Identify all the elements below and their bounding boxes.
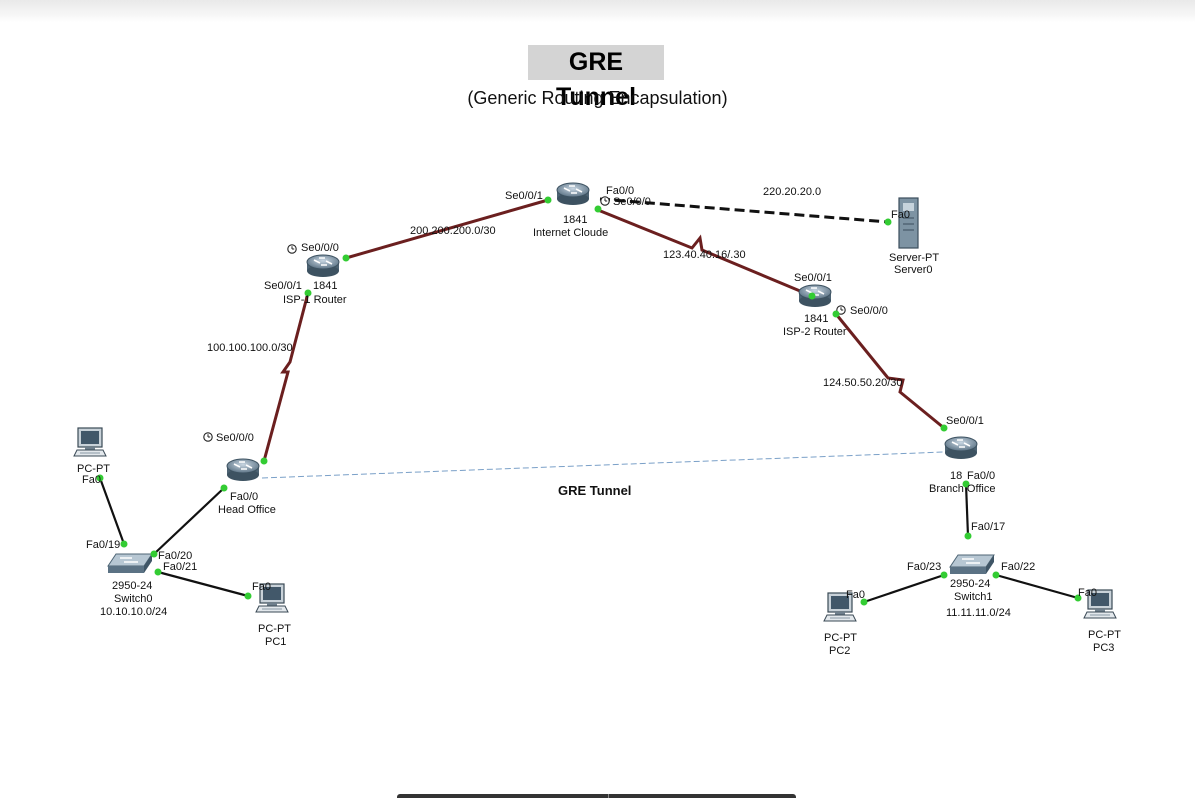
pc2-name-label: PC2 <box>829 645 850 657</box>
pc3-model-label: PC-PT <box>1088 629 1121 641</box>
pc2-fa0-port-label: Fa0 <box>846 589 865 601</box>
network-label-isp2-branch: 124.50.50.20/30 <box>823 377 903 389</box>
branch-fa00-port-label: Fa0/0 <box>967 470 995 482</box>
ethernet-link-pc0-switch0 <box>98 477 126 545</box>
pc1-name-label: PC1 <box>265 636 286 648</box>
pc0-model-label: PC-PT <box>77 463 110 475</box>
isp2-se000-port-label: Se0/0/0 <box>850 305 888 317</box>
isp1-se001-port-label: Se0/0/1 <box>264 280 302 292</box>
isp1-se000-port-label: Se0/0/0 <box>301 242 339 254</box>
server-model-label: Server-PT <box>889 252 939 264</box>
port-dots <box>96 196 1082 606</box>
ethernet-link-switch1-pc2 <box>863 573 945 604</box>
switch0-icon[interactable] <box>107 553 153 574</box>
pc0-fa0-port-label: Fa0 <box>82 474 101 486</box>
network-label-internet-server: 220.20.20.0 <box>763 186 821 198</box>
ethernet-link-switch1-pc3 <box>995 573 1079 600</box>
switch1-model-label: 2950-24 <box>950 578 990 590</box>
switch1-icon[interactable] <box>949 554 995 575</box>
isp1-name-label: ISP-1 Router <box>283 294 347 306</box>
server-name-label: Server0 <box>894 264 933 276</box>
bottom-toolbar[interactable] <box>397 794 796 798</box>
sw1-fa023-port-label: Fa0/23 <box>907 561 941 573</box>
network-label-isp1-internet: 200.200.200.0/30 <box>410 225 496 237</box>
branch-model-label: 18 <box>950 470 962 482</box>
branch-office-name-label: Branch Office <box>929 483 995 495</box>
head-office-router-icon[interactable] <box>226 458 260 482</box>
branch-se001-port-label: Se0/0/1 <box>946 415 984 427</box>
isp2-se001-port-label: Se0/0/1 <box>794 272 832 284</box>
pc2-model-label: PC-PT <box>824 632 857 644</box>
branch-office-router-icon[interactable] <box>944 436 978 460</box>
serial-link-head-isp1 <box>262 292 310 462</box>
internet-cloud-model-label: 1841 <box>563 214 587 226</box>
head-office-name-label: Head Office <box>218 504 276 516</box>
sw0-fa020-port-label: Fa0/20 <box>158 550 192 562</box>
sw0-fa021-port-label: Fa0/21 <box>163 561 197 573</box>
gre-tunnel-label: GRE Tunnel <box>558 483 631 498</box>
bottom-toolbar-divider <box>608 794 609 798</box>
switch0-model-label: 2950-24 <box>112 580 152 592</box>
crossover-link-internet-server <box>599 197 889 224</box>
ethernet-link-branch-switch1 <box>964 483 970 537</box>
pc0-icon[interactable] <box>73 427 107 457</box>
page-title: GRE Tunnel <box>528 45 664 111</box>
pc1-fa0-port-label: Fa0 <box>252 581 271 593</box>
isp1-router-icon[interactable] <box>306 254 340 278</box>
ethernet-link-switch0-pc1 <box>157 570 249 598</box>
internet-se001-port-label: Se0/0/1 <box>505 190 543 202</box>
server-icon[interactable] <box>898 197 919 249</box>
clock-icon <box>203 432 213 442</box>
sw1-fa017-port-label: Fa0/17 <box>971 521 1005 533</box>
pc3-fa0-port-label: Fa0 <box>1078 587 1097 599</box>
head-fa00-port-label: Fa0/0 <box>230 491 258 503</box>
server-fa0-port-label: Fa0 <box>891 209 910 221</box>
switch0-network-label: 10.10.10.0/24 <box>100 606 167 618</box>
switch0-name-label: Switch0 <box>114 593 153 605</box>
isp2-name-label: ISP-2 Router <box>783 326 847 338</box>
clock-icon <box>600 196 610 206</box>
sw0-fa019-port-label: Fa0/19 <box>86 539 120 551</box>
internet-fa00-port-label: Fa0/0 <box>606 185 634 197</box>
serial-link-isp1-internet <box>345 198 549 260</box>
sw1-fa022-port-label: Fa0/22 <box>1001 561 1035 573</box>
gre-tunnel-line <box>261 451 945 479</box>
ethernet-link-head-switch0 <box>153 487 225 555</box>
clock-icon <box>287 244 297 254</box>
serial-link-isp2-branch <box>834 313 945 430</box>
internet-cloud-name-label: Internet Cloude <box>533 227 608 239</box>
switch1-name-label: Switch1 <box>954 591 993 603</box>
internet-se000-port-label: Se0/0/0 <box>613 196 651 208</box>
network-label-internet-isp2: 123.40.40.16/.30 <box>663 249 746 261</box>
internet-cloud-router-icon[interactable] <box>556 182 590 206</box>
pc3-name-label: PC3 <box>1093 642 1114 654</box>
page-subtitle: (Generic Routing Encapsulation) <box>467 88 728 108</box>
head-se000-port-label: Se0/0/0 <box>216 432 254 444</box>
isp1-model-label: 1841 <box>313 280 337 292</box>
pc1-model-label: PC-PT <box>258 623 291 635</box>
isp2-model-label: 1841 <box>804 313 828 325</box>
network-label-head-isp1: 100.100.100.0/30 <box>207 342 293 354</box>
window-top-bar <box>0 0 1195 22</box>
switch1-network-label: 11.11.11.0/24 <box>946 607 1011 619</box>
serial-link-internet-isp2 <box>597 208 813 298</box>
